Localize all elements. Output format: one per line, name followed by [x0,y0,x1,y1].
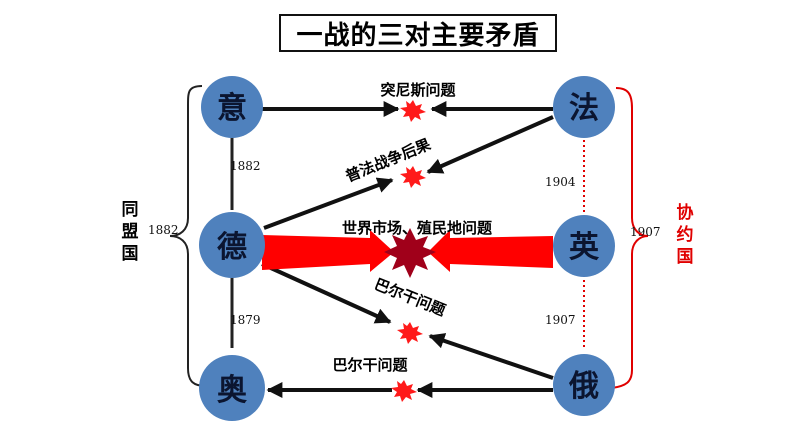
country-germany-label: 德 [217,230,247,265]
country-france: 法 [553,76,615,138]
country-italy-label: 意 [217,91,247,126]
country-russia-label: 俄 [568,369,599,404]
country-france-label: 法 [569,91,599,126]
country-austria-label: 奥 [217,373,247,408]
country-germany: 德 [199,212,265,278]
arrow-germany-to-franco-prussian [263,177,394,230]
arrow-france-to-franco-prussian [426,115,554,174]
issue-tunisia-label: 突尼斯问题 [380,81,456,99]
burst-franco-prussian [400,166,426,188]
year-france-britain: 1904 [545,175,576,189]
bloc-triple-entente-label: 协约国 [677,202,694,267]
year-triple-entente: 1907 [630,225,661,239]
arrow-britain-to-market [428,230,553,272]
country-britain-label: 英 [569,230,600,265]
burst-market [384,228,436,278]
alliance-brace [169,85,207,387]
arrow-germany-to-market [262,230,394,272]
issue-balkan-upper-label: 巴尔干问题 [372,275,449,320]
burst-tunisia [400,100,426,122]
issue-balkan-lower-label: 巴尔干问题 [332,356,408,374]
year-britain-russia: 1907 [545,313,576,327]
entente-brace [611,87,649,389]
country-britain: 英 [553,215,615,277]
arrow-russia-to-balkan [428,333,554,380]
country-austria: 奥 [199,355,265,421]
year-italy-germany: 1882 [230,159,261,173]
burst-balkan-upper [397,322,423,344]
country-russia: 俄 [553,354,615,416]
issue-market-colony-label: 世界市场、殖民地问题 [342,219,493,237]
page-title: 一战的三对主要矛盾 [279,14,557,52]
arrow-germany-to-balkan [261,262,392,324]
burst-balkan-lower [391,380,417,402]
year-triple-alliance: 1882 [148,223,179,237]
country-italy: 意 [201,76,263,138]
year-germany-austria: 1879 [230,313,261,327]
bloc-triple-alliance-label: 同盟国 [122,200,139,264]
